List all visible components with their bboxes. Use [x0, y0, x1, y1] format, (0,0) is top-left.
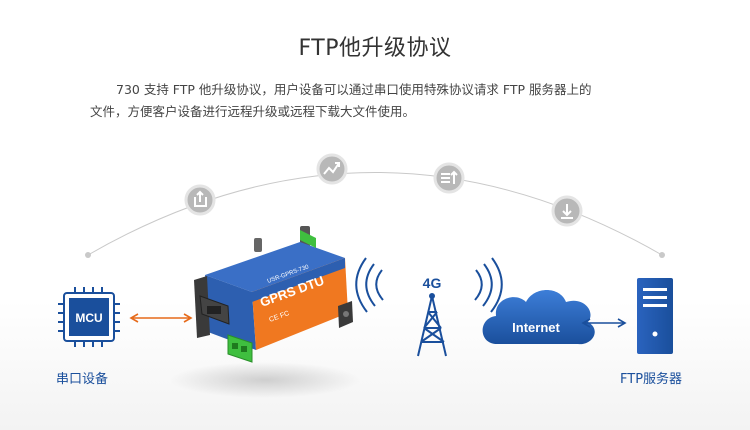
sort-list-icon [433, 162, 465, 194]
download-icon [551, 195, 583, 227]
ftp-server-icon [637, 278, 673, 354]
mcu-label: 串口设备 [56, 372, 109, 387]
server-label: FTP服务器 [620, 372, 683, 387]
tower-label: 4G [423, 275, 442, 291]
page-title: FTP他升级协议 [298, 36, 452, 61]
arc-end-dot-right [659, 252, 665, 258]
arc-end-dot-left [85, 252, 91, 258]
cell-tower-icon: 4G [355, 257, 503, 357]
internet-cloud-icon: Internet [482, 290, 595, 345]
upload-icon [184, 184, 216, 216]
serial-link-arrow [129, 313, 193, 323]
intro-line-1: 730 支持 FTP 他升级协议，用户设备可以通过串口使用特殊协议请求 FTP … [116, 82, 592, 97]
network-link-arrow [581, 318, 627, 328]
mcu-chip-text: MCU [75, 311, 102, 325]
intro-line-2: 文件，方便客户设备进行远程升级或远程下载大文件使用。 [90, 104, 416, 119]
trend-icon [316, 153, 348, 185]
intro-paragraph: 730 支持 FTP 他升级协议，用户设备可以通过串口使用特殊协议请求 FTP … [90, 79, 680, 123]
cloud-label: Internet [512, 320, 560, 335]
gprs-dtu-device: USR-GPRS-730 GPRS DTU CE FC [170, 226, 360, 398]
mcu-chip-icon: MCU [58, 287, 120, 347]
